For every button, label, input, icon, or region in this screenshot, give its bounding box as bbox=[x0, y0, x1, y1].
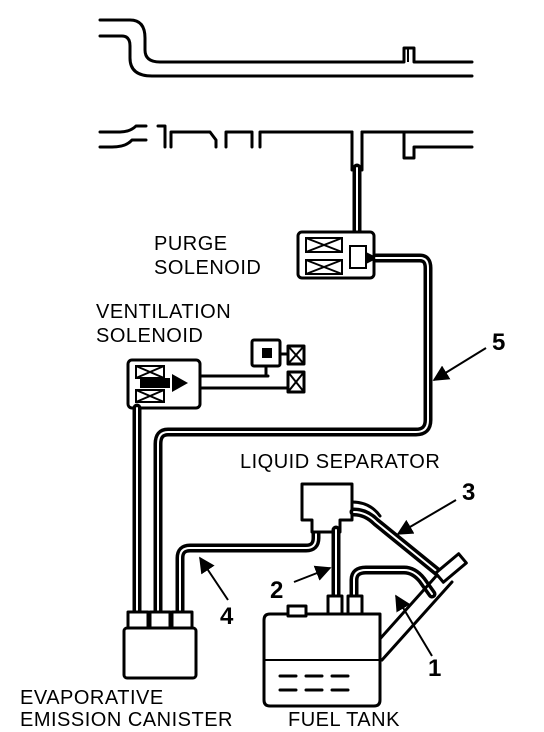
callout-4-leader bbox=[199, 556, 229, 601]
liquid-separator bbox=[300, 482, 382, 534]
callout-3: 3 bbox=[462, 479, 475, 506]
callout-5-leader bbox=[432, 347, 487, 381]
liquid-separator-label: LIQUID SEPARATOR bbox=[240, 451, 440, 473]
purge-solenoid bbox=[296, 230, 378, 280]
callout-5: 5 bbox=[492, 329, 505, 356]
ventilation-solenoid bbox=[126, 338, 306, 410]
hose-1 bbox=[349, 565, 437, 615]
callout-1-leader bbox=[395, 594, 433, 657]
callout-2: 2 bbox=[270, 577, 283, 604]
callout-2-leader bbox=[293, 565, 332, 583]
canister-label-line2: EMISSION CANISTER bbox=[20, 709, 233, 731]
fuel-tank-label: FUEL TANK bbox=[288, 709, 400, 731]
fuel-tank bbox=[262, 594, 382, 708]
purge-solenoid-label-line1: PURGE bbox=[154, 233, 228, 255]
ventilation-solenoid-label-line1: VENTILATION bbox=[96, 301, 231, 323]
ventilation-solenoid-label-line2: SOLENOID bbox=[96, 325, 203, 347]
purge-solenoid-label-line2: SOLENOID bbox=[154, 257, 261, 279]
intake-manifold bbox=[98, 18, 474, 172]
evap-canister bbox=[122, 610, 198, 680]
callout-4: 4 bbox=[220, 603, 234, 630]
callout-3-leader bbox=[396, 499, 457, 535]
canister-label-line1: EVAPORATIVE bbox=[20, 687, 164, 709]
callout-1: 1 bbox=[428, 655, 441, 682]
